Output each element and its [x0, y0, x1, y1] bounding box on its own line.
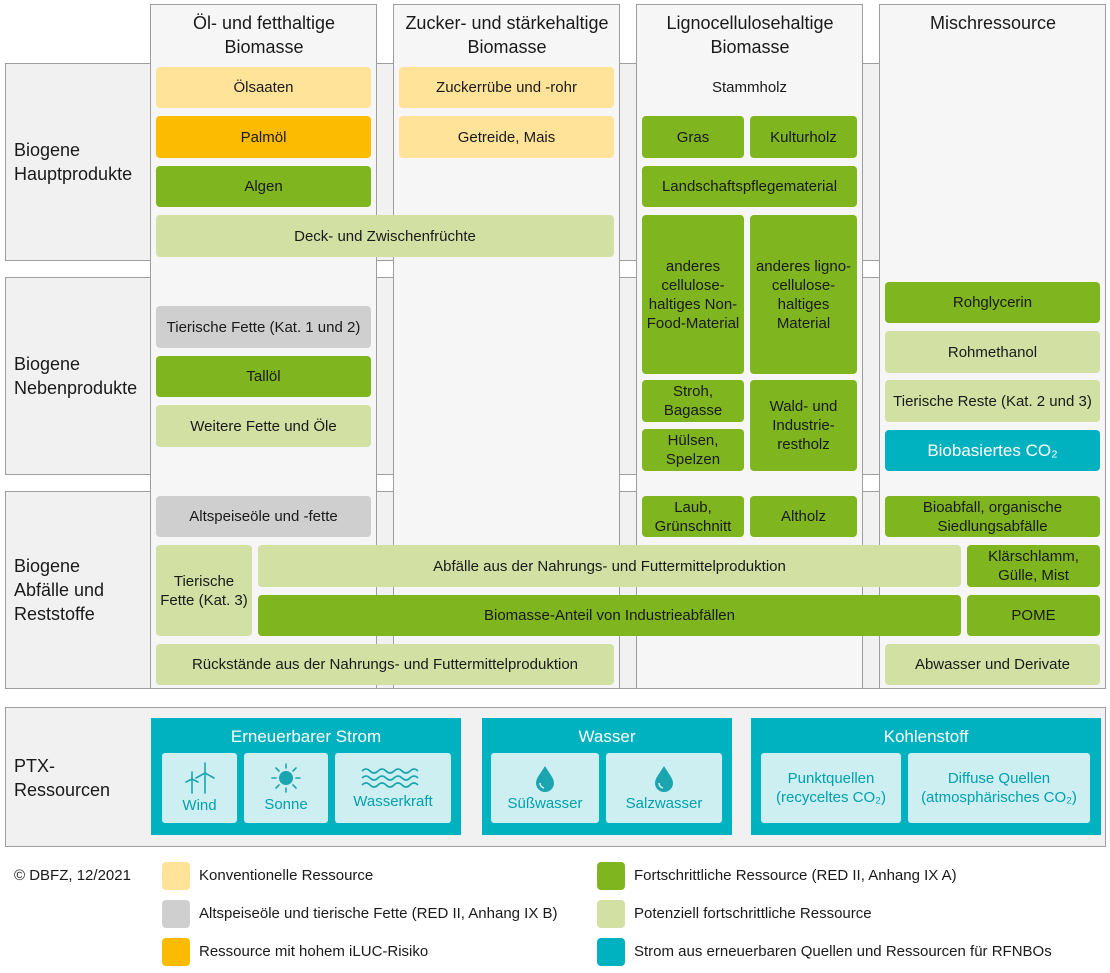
ptx-kohlenstoff-title: Kohlenstoff [883, 727, 969, 746]
item-pome: POME [967, 595, 1100, 636]
waves-icon [361, 767, 419, 788]
legend-swatch-rfnbo [597, 938, 625, 966]
ptx-item-wind: Wind [162, 753, 237, 823]
item-rohglycerin: Rohglycerin [885, 282, 1100, 323]
column-header-ligno: Lignocellulosehaltige Biomasse [666, 13, 834, 57]
legend-label-conventional: Konventionelle Ressource [199, 867, 374, 884]
column-header-oil: Öl- und fetthaltige Biomasse [192, 13, 336, 57]
legend-label-rfnbo: Strom aus erneuerbaren Quellen und Resso… [634, 943, 1052, 960]
item-altspeise: Altspeiseöle und -fette [156, 496, 371, 537]
ptx-item-punktquellen: Punktquellen (recyceltes CO₂) [761, 753, 901, 823]
ptx-item-salzwasser: Salzwasser [606, 753, 722, 823]
ptx-item-suesswasser: Süßwasser [491, 753, 599, 823]
item-stammholz: Stammholz [711, 79, 788, 96]
item-huelsen: Hülsen, Spelzen [642, 429, 744, 471]
item-altholz: Altholz [750, 496, 857, 537]
wind-turbine-icon [184, 761, 215, 794]
item-algen: Algen [156, 166, 371, 207]
item-industrie: Biomasse-Anteil von Industrieabfällen [258, 595, 961, 636]
row-label-main: Biogene Hauptprodukte [14, 140, 133, 184]
item-laub: Laub, Grünschnitt [642, 496, 744, 537]
ptx-group-strom: Erneuerbarer Strom Wind [151, 718, 461, 835]
column-header-mix: Mischressource [929, 13, 1057, 33]
item-zwischenfruechte: Deck- und Zwischenfrüchte [156, 215, 614, 257]
item-rueckstaende: Rückstände aus der Nahrungs- und Futterm… [156, 644, 614, 685]
sun-icon [271, 762, 301, 793]
row-label-ptx: PTX-Ressourcen [14, 756, 111, 800]
item-stroh: Stroh, Bagasse [642, 380, 744, 422]
legend-swatch-iluc [162, 938, 190, 966]
item-getreide: Getreide, Mais [399, 116, 614, 158]
item-palmoel: Palmöl [156, 116, 371, 158]
ptx-salzwasser-label: Salzwasser [625, 794, 703, 812]
ptx-wind-label: Wind [182, 796, 217, 814]
item-weiterefette: Weitere Fette und Öle [156, 405, 371, 447]
item-abfaelle: Abfälle aus der Nahrungs- und Futtermitt… [258, 545, 961, 587]
item-tierfette12: Tierische Fette (Kat. 1 und 2) [156, 306, 371, 348]
ptx-item-sonne: Sonne [244, 753, 328, 823]
legend-label-used-oils: Altspeiseöle und tierische Fette (RED II… [199, 905, 558, 922]
ptx-wasser-title: Wasser [578, 727, 636, 746]
item-gras: Gras [642, 116, 744, 158]
item-tierfette3: Tierische Fette (Kat. 3) [156, 545, 252, 636]
item-lignomat: anderes ligno-cellulose-haltiges Materia… [750, 215, 857, 374]
item-nonfood: anderes cellulose-haltiges Non-Food-Mate… [642, 215, 744, 374]
ptx-wasserkraft-label: Wasserkraft [353, 792, 433, 810]
item-zuckerruebe: Zuckerrübe und -rohr [399, 67, 614, 108]
ptx-group-wasser: Wasser Süßwasser Salzwasser [482, 718, 732, 835]
water-drop-icon [536, 765, 554, 792]
row-label-by: Biogene Nebenprodukte [14, 354, 138, 398]
ptx-item-diffuse: Diffuse Quellen (atmosphärisches CO₂) [908, 753, 1090, 823]
item-rohmethanol: Rohmethanol [885, 331, 1100, 373]
row-label-waste: Biogene Abfälle und Reststoffe [14, 556, 105, 624]
legend-label-iluc: Ressource mit hohem iLUC-Risiko [199, 943, 429, 960]
ptx-suesswasser-label: Süßwasser [507, 794, 583, 812]
ptx-diffuse-label: Diffuse Quellen [947, 770, 1051, 787]
item-klaerschlamm: Klärschlamm, Gülle, Mist [967, 545, 1100, 587]
legend-swatch-conventional [162, 862, 190, 890]
item-landschaft: Landschaftspflegematerial [642, 166, 857, 207]
legend-swatch-advanced [597, 862, 625, 890]
ptx-diffuse-sublabel: (atmosphärisches CO₂) [921, 789, 1077, 806]
ptx-sonne-label: Sonne [264, 795, 308, 813]
ptx-punktquellen-sublabel: (recyceltes CO₂) [775, 789, 886, 806]
item-bioabfall: Bioabfall, organische Siedlungsabfälle [885, 496, 1100, 537]
ptx-punktquellen-label: Punktquellen [787, 770, 875, 787]
ptx-item-wasserkraft: Wasserkraft [335, 753, 451, 823]
legend-swatch-used-oils [162, 900, 190, 928]
legend-swatch-potential [597, 900, 625, 928]
ptx-strom-title: Erneuerbarer Strom [230, 727, 382, 746]
item-talloel: Tallöl [156, 356, 371, 397]
legend-label-potential: Potenziell fortschrittliche Ressource [634, 905, 872, 922]
item-abwasser: Abwasser und Derivate [885, 644, 1100, 685]
item-oelsaaten: Ölsaaten [156, 67, 371, 108]
item-bioco2: Biobasiertes CO₂ [885, 430, 1100, 471]
item-tierreste: Tierische Reste (Kat. 2 und 3) [885, 380, 1100, 422]
column-header-sugar: Zucker- und stärkehaltige Biomasse [405, 13, 609, 57]
legend-label-advanced: Fortschrittliche Ressource (RED II, Anha… [634, 867, 957, 884]
water-drop-icon [655, 765, 673, 792]
copyright: © DBFZ, 12/2021 [14, 867, 131, 884]
item-waldholz: Wald- und Industrie-restholz [750, 380, 857, 471]
item-kulturholz: Kulturholz [750, 116, 857, 158]
ptx-group-kohlenstoff: Kohlenstoff Punktquellen (recyceltes CO₂… [751, 718, 1101, 835]
